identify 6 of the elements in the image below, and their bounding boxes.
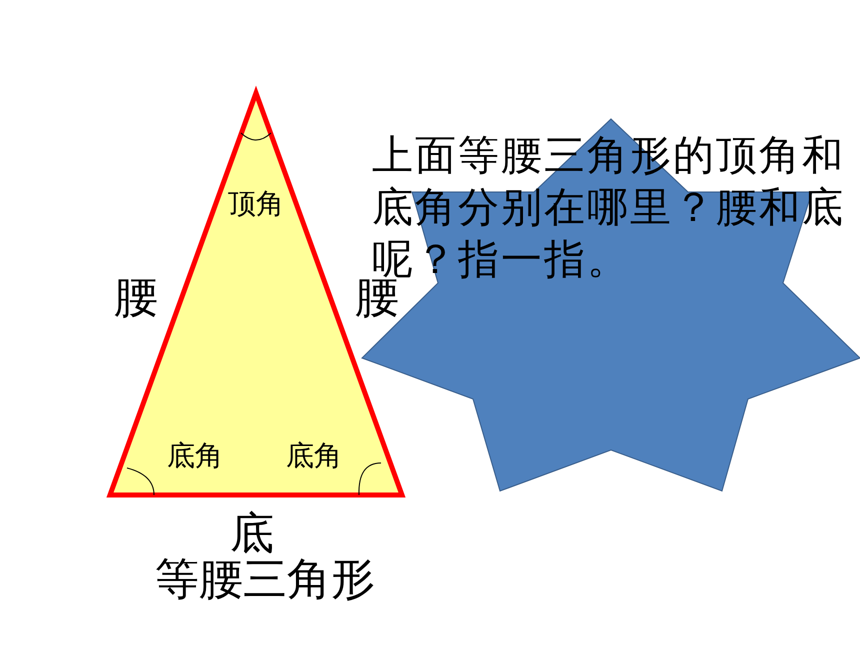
angle-label: 底角 [167,442,223,470]
side-label: 腰 [114,276,158,320]
side-label: 底 [230,512,274,556]
caption: 等腰三角形 [155,558,375,602]
angle-label: 底角 [286,442,342,470]
angle-label: 顶角 [228,190,284,218]
